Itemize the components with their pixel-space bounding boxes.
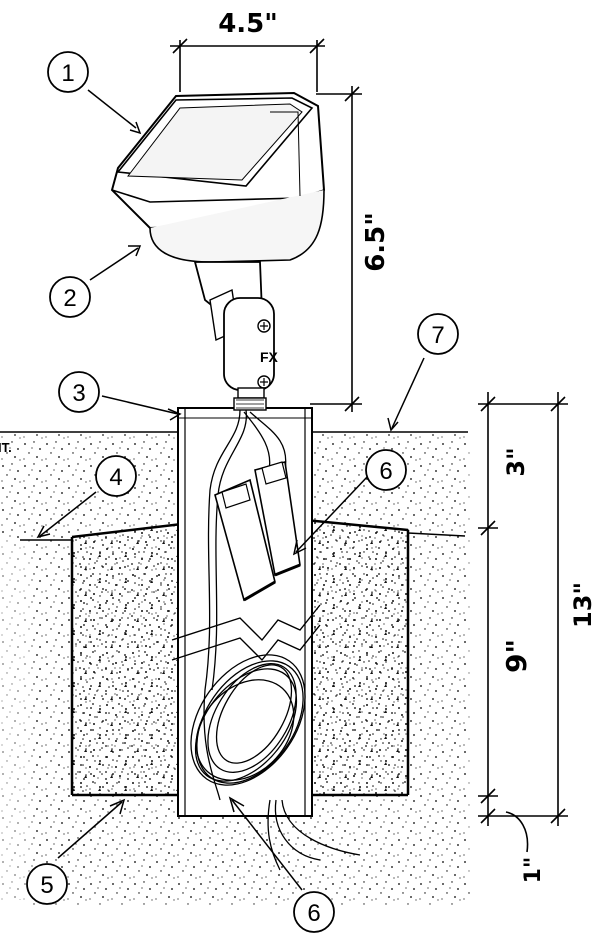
- svg-text:6: 6: [307, 900, 320, 927]
- dim-total-depth: 13": [569, 582, 595, 628]
- callout-bubble: 7: [417, 313, 459, 355]
- svg-text:2: 2: [63, 285, 76, 312]
- fixture-head: [110, 91, 326, 263]
- svg-text:7: 7: [431, 322, 444, 349]
- dim-fixture-width: 4.5": [218, 9, 278, 39]
- callout-bubble: 4: [95, 455, 137, 497]
- callout-bubble: 6: [293, 891, 335, 933]
- edge-label: IT.: [0, 440, 12, 455]
- callout-bubble: 1: [47, 51, 89, 93]
- wiring: [203, 409, 361, 871]
- dimension-lines: [170, 38, 568, 853]
- dim-above-concrete: 3": [502, 447, 530, 476]
- wire-connector-left: [214, 478, 276, 602]
- callout-bubble: 5: [26, 863, 68, 905]
- dim-fixture-height: 6.5": [361, 212, 391, 272]
- svg-text:5: 5: [40, 872, 53, 899]
- svg-text:6: 6: [379, 458, 392, 485]
- callout-bubble: 6: [365, 449, 407, 491]
- junction-sleeve: [171, 407, 321, 817]
- dim-concrete-depth: 9": [500, 639, 533, 673]
- svg-text:1: 1: [61, 60, 74, 87]
- svg-text:4: 4: [109, 464, 122, 491]
- wire-connector-right: [254, 460, 301, 577]
- callout-bubble: 2: [49, 276, 91, 318]
- svg-text:3: 3: [72, 380, 85, 407]
- leader-lines: [36, 89, 425, 891]
- concrete-footing: [20, 518, 466, 797]
- fixture-mount: FX: [193, 261, 279, 411]
- dim-below-concrete: 1": [521, 857, 546, 884]
- fixture-brand: FX: [260, 349, 279, 365]
- coiled-cable: [190, 654, 306, 786]
- callout-bubble: 3: [58, 371, 100, 413]
